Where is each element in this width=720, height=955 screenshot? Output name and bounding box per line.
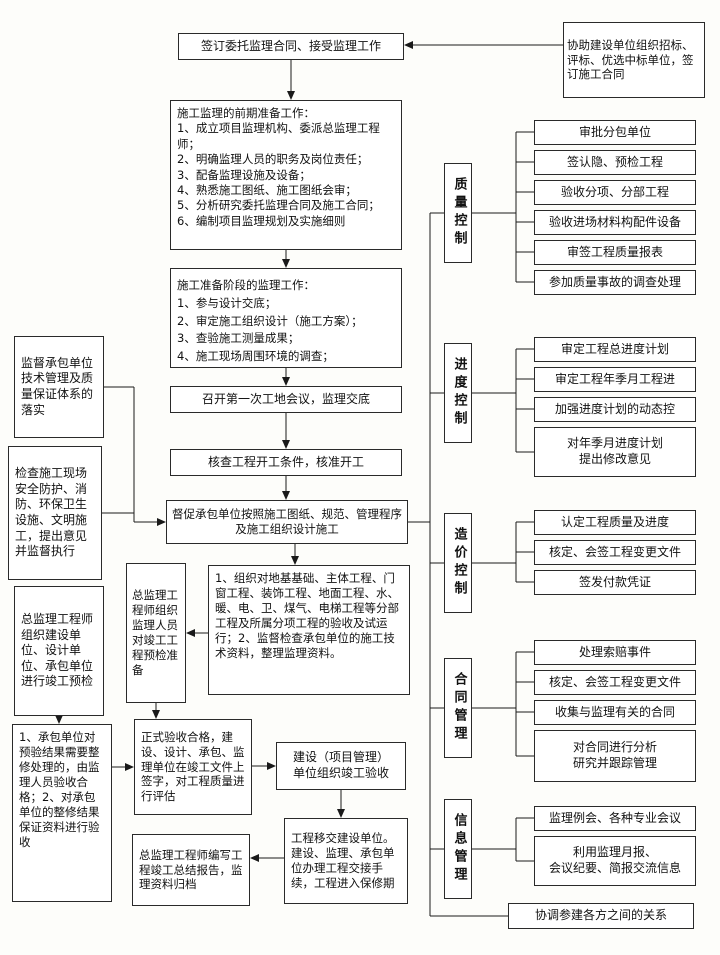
coordinate-parties-box: 协调参建各方之间的关系 [508,903,694,929]
pre-work-title: 施工监理的前期准备工作： [177,106,315,120]
precheck-prepare-box: 总监理工程师组织监理人员对竣工工程预检准备 [126,563,186,703]
completion-acceptance-box: 建设（项目管理） 单位组织竣工验收 [276,742,406,790]
cost-item: 认定工程质量及进度 [534,510,696,535]
quality-item: 验收进场材料构配件设备 [534,210,696,235]
prepare-stage-item: 4、施工现场周围环境的调查； [177,349,334,364]
precheck-organize-box: 总监理工程师组织建设单位、设计单位、承包单位进行竣工预检 [14,586,104,716]
quality-item: 审批分包单位 [534,120,696,145]
contract-item: 对合同进行分析 研究并跟踪管理 [534,730,696,782]
quality-item: 审签工程质量报表 [534,240,696,265]
pre-work-item: 6、编制项目监理规划及实施细则 [177,213,346,228]
pre-work-item: 1、成立项目监理机构、委派总监理工程师； [177,121,380,151]
pre-work-item: 3、配备监理设施及设备； [177,167,311,182]
cost-item: 签发付款凭证 [534,570,696,595]
prepare-stage-item: 1、参与设计交底； [177,295,277,310]
schedule-item: 加强进度计划的动态控 [534,397,696,422]
prepare-stage-box: 施工准备阶段的监理工作： 1、参与设计交底； 2、审定施工组织设计（施工方案）；… [170,268,402,368]
category-information-management: 信息管理 [444,799,472,899]
contract-sign-box: 签订委托监理合同、接受监理工作 [178,33,404,60]
formal-acceptance-box: 正式验收合格，建设、设计、承包、监理单位在竣工文件上签字，对工程质量进行评估 [134,719,252,815]
prepare-stage-item: 2、审定施工组织设计（施工方案）； [177,313,363,328]
assist-bidding-box: 协助建设单位组织招标、评标、优选中标单位，签订施工合同 [563,22,705,98]
contract-item: 核定、会签工程变更文件 [534,670,696,695]
category-contract-management: 合同管理 [444,658,472,758]
check-start-box: 核查工程开工条件，核准开工 [170,449,402,476]
category-quality-control: 质量控制 [444,163,472,263]
rework-acceptance-box: 1、承包单位对预验结果需要整修处理的，由监理人员验收合格；2、对承包单位的整修结… [12,724,112,902]
pre-work-box: 施工监理的前期准备工作： 1、成立项目监理机构、委派总监理工程师； 2、明确监理… [170,100,402,250]
first-meeting-box: 召开第一次工地会议，监理交底 [170,386,402,413]
info-item: 利用监理月报、 会议纪要、简报交流信息 [534,836,696,886]
schedule-item: 对年季月进度计划 提出修改意见 [534,427,696,477]
prepare-stage-title: 施工准备阶段的监理工作： [177,278,315,292]
site-safety-box: 检查施工现场安全防护、消防、环保卫生设施、文明施工，提出意见并监督执行 [8,446,102,580]
handover-box: 工程移交建设单位。建设、监理、承包单位办理工程交接手续，工程进入保修期 [284,818,408,904]
acceptance-organize-box: 1、组织对地基基础、主体工程、门窗工程、装饰工程、地面工程、水、暖、电、卫、煤气… [208,565,410,695]
pre-work-item: 4、熟悉施工图纸、施工图纸会审； [177,183,357,198]
category-schedule-control: 进度控制 [444,343,472,443]
quality-item: 参加质量事故的调查处理 [534,270,696,295]
quality-item: 签认隐、预检工程 [534,150,696,175]
schedule-item: 审定工程总进度计划 [534,337,696,362]
schedule-item: 审定工程年季月工程进 [534,367,696,392]
category-cost-control: 造价控制 [444,513,472,613]
final-report-box: 总监理工程师编写工程竣工总结报告，监理资料归档 [132,834,250,906]
supervise-construction-box: 督促承包单位按照施工图纸、规范、管理程序及施工组织设计施工 [166,500,408,544]
pre-work-item: 5、分析研究委托监理合同及施工合同； [177,198,380,213]
pre-work-item: 2、明确监理人员的职务及岗位责任； [177,152,369,167]
info-item: 监理例会、各种专业会议 [534,806,696,831]
cost-item: 核定、会签工程变更文件 [534,540,696,565]
connectors [55,41,563,917]
quality-item: 验收分项、分部工程 [534,180,696,205]
quality-system-box: 监督承包单位技术管理及质量保证体系的落实 [14,336,104,438]
contract-item: 处理索赔事件 [534,640,696,665]
contract-item: 收集与监理有关的合同 [534,700,696,725]
prepare-stage-item: 3、查验施工测量成果； [177,331,300,346]
